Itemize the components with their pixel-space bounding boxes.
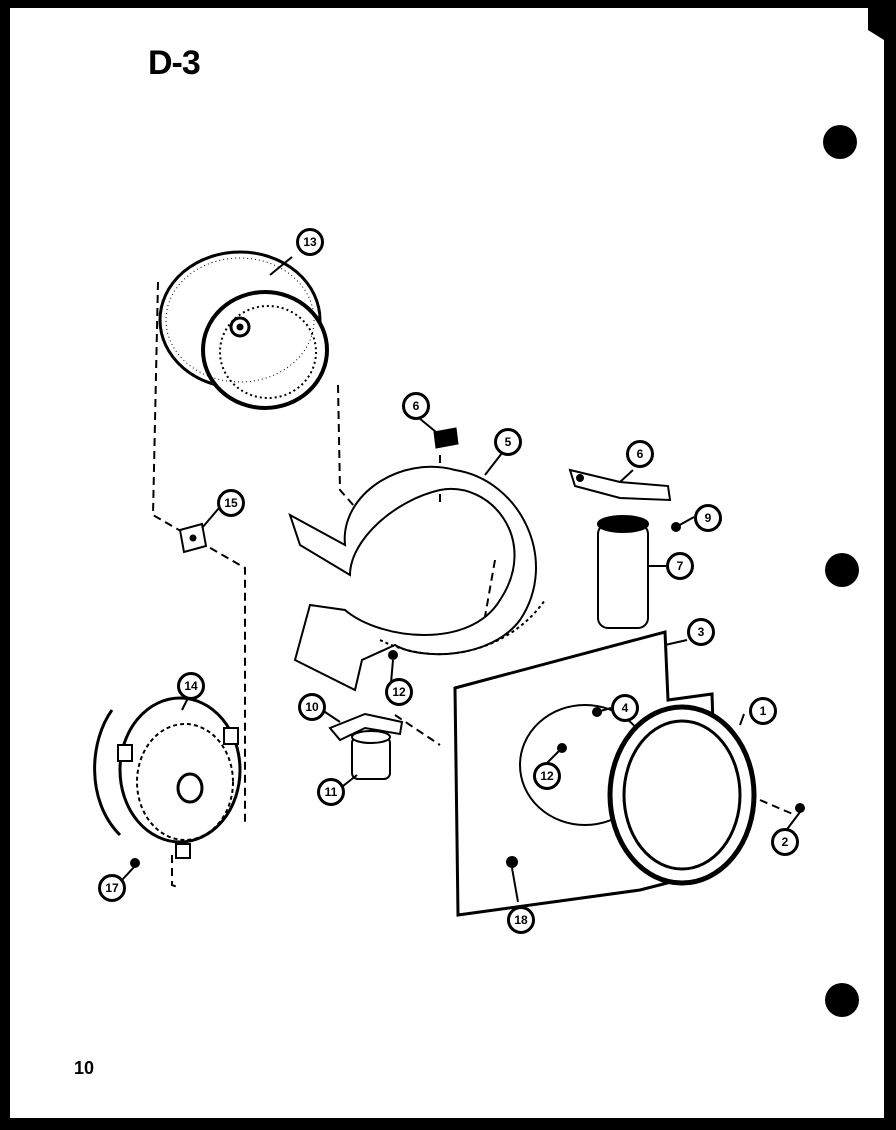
callout-6-strap: 6 bbox=[626, 440, 654, 468]
callout-9: 9 bbox=[694, 504, 722, 532]
run-capacitor bbox=[597, 515, 649, 629]
callout-2: 2 bbox=[771, 828, 799, 856]
callout-3: 3 bbox=[687, 618, 715, 646]
callout-17: 17 bbox=[98, 874, 126, 902]
callout-4: 4 bbox=[611, 694, 639, 722]
orifice-ring bbox=[607, 704, 757, 886]
start-capacitor-assembly bbox=[328, 712, 404, 780]
callout-12-panel: 12 bbox=[533, 762, 561, 790]
callout-11: 11 bbox=[317, 778, 345, 806]
binder-hole-middle bbox=[825, 553, 859, 587]
callout-10: 10 bbox=[298, 693, 326, 721]
blower-housing bbox=[288, 465, 546, 692]
page-number: 10 bbox=[74, 1058, 95, 1078]
callout-14: 14 bbox=[177, 672, 205, 700]
callout-12-housing: 12 bbox=[385, 678, 413, 706]
callout-18: 18 bbox=[507, 906, 535, 934]
callout-13: 13 bbox=[296, 228, 324, 256]
callout-15: 15 bbox=[217, 489, 245, 517]
diagram-title: D-3 bbox=[148, 44, 201, 82]
binder-hole-bottom bbox=[825, 983, 859, 1017]
paper-sheet bbox=[10, 8, 884, 1118]
motor-mount-bracket bbox=[178, 522, 208, 554]
callout-1: 1 bbox=[749, 697, 777, 725]
binder-hole-top bbox=[823, 125, 857, 159]
clip bbox=[433, 427, 459, 449]
callout-7: 7 bbox=[666, 552, 694, 580]
callout-5: 5 bbox=[494, 428, 522, 456]
blower-motor bbox=[93, 696, 242, 859]
callout-6-clip: 6 bbox=[402, 392, 430, 420]
leader-lines bbox=[121, 256, 801, 903]
blower-wheel bbox=[158, 250, 329, 410]
